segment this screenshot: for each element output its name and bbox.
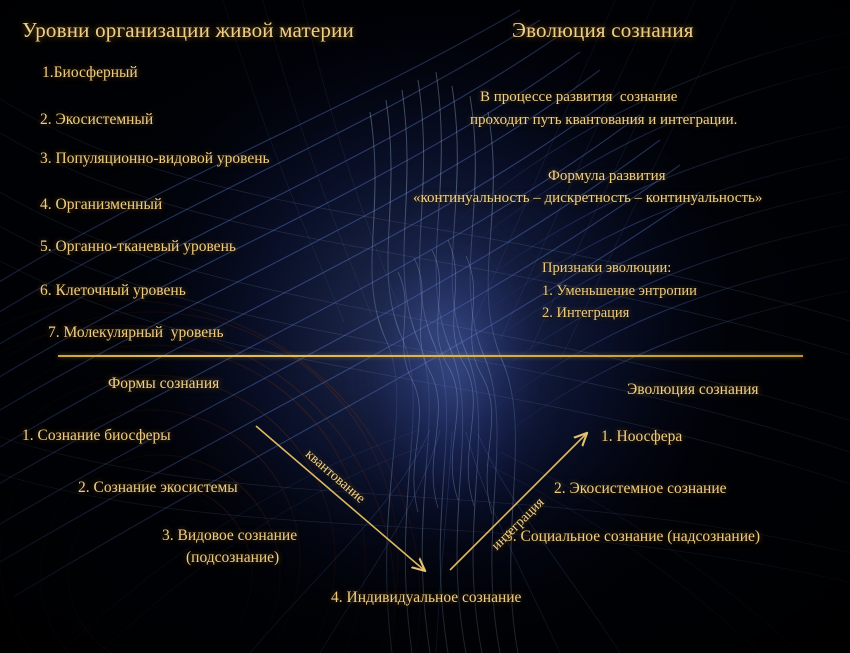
left-title: Уровни организации живой материи: [22, 18, 354, 42]
form-item-2: 2. Сознание экосистемы: [78, 479, 238, 496]
formula-heading: Формула развития: [548, 168, 666, 184]
bottom-left-heading: Формы сознания: [108, 375, 220, 392]
horizontal-divider: [58, 355, 803, 357]
evolution-item-2: 2. Экосистемное сознание: [554, 480, 727, 497]
right-title: Эволюция сознания: [512, 18, 694, 42]
individual-consciousness-item: 4. Индивидуальное сознание: [331, 589, 522, 606]
level-item-4: 4. Организменный: [40, 196, 163, 213]
evolution-item-3: 3. Социальное сознание (надсознание): [505, 528, 761, 545]
form-item-1: 1. Сознание биосферы: [22, 427, 171, 444]
level-item-2: 2. Экосистемный: [40, 111, 154, 128]
evolution-item-1: 1. Ноосфера: [601, 428, 683, 445]
intro-line-1: В процессе развития сознание: [480, 89, 678, 105]
signs-item-1: 1. Уменьшение энтропии: [542, 283, 697, 299]
level-item-1: 1.Биосферный: [42, 64, 138, 81]
level-item-6: 6. Клеточный уровень: [40, 282, 186, 299]
level-item-3: 3. Популяционно-видовой уровень: [40, 150, 270, 167]
form-item-3-sub: (подсознание): [186, 549, 280, 566]
level-item-7: 7. Молекулярный уровень: [48, 324, 224, 341]
intro-line-2: проходит путь квантования и интеграции.: [470, 112, 738, 128]
formula-text: «континуальность – дискретность – контин…: [413, 190, 763, 206]
level-item-5: 5. Органно-тканевый уровень: [40, 238, 236, 255]
form-item-3: 3. Видовое сознание: [162, 527, 298, 544]
signs-item-2: 2. Интеграция: [542, 305, 630, 321]
signs-heading: Признаки эволюции:: [542, 260, 672, 276]
bottom-right-heading: Эволюция сознания: [627, 381, 759, 398]
